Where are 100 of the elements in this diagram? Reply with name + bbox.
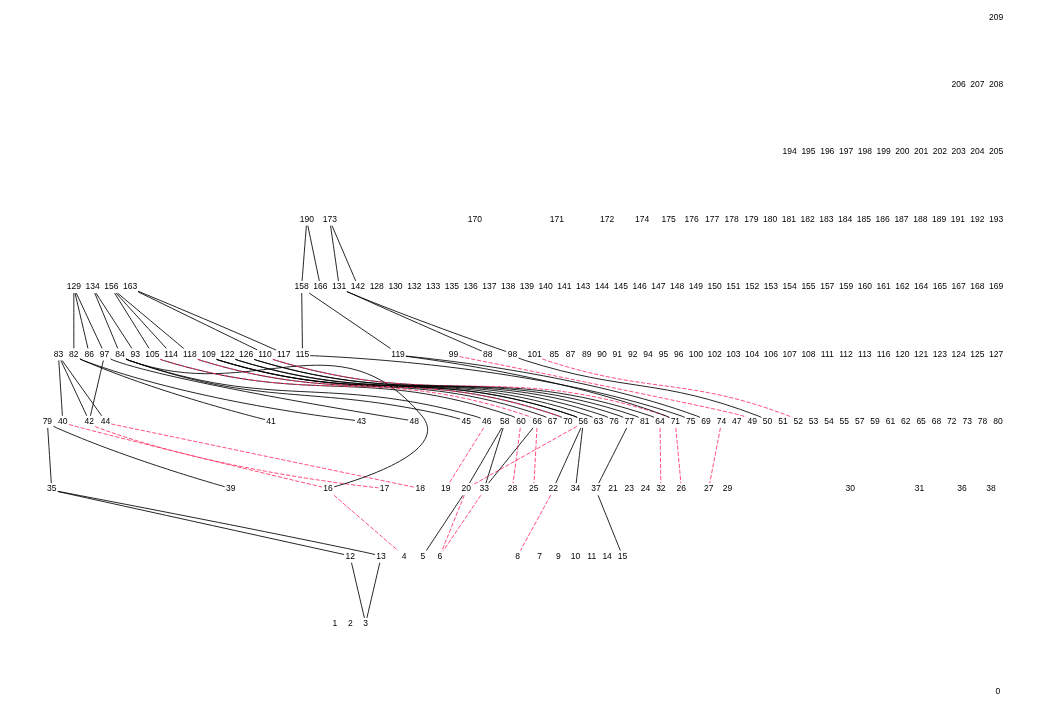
node-text: 190 bbox=[299, 213, 314, 224]
node-text: 135 bbox=[444, 281, 459, 292]
node-text: 192 bbox=[970, 213, 985, 224]
node-text: 152 bbox=[745, 281, 760, 292]
node-text: 85 bbox=[549, 348, 559, 359]
connector bbox=[512, 427, 521, 484]
connector bbox=[441, 494, 465, 551]
node-text: 52 bbox=[793, 416, 803, 427]
node-text: 26 bbox=[676, 483, 687, 494]
connector bbox=[597, 494, 621, 551]
node-text: 191 bbox=[950, 213, 965, 224]
node-text: 47 bbox=[732, 416, 742, 427]
node-text: 58 bbox=[499, 416, 510, 427]
node-text: 168 bbox=[970, 281, 985, 292]
node-text: 86 bbox=[84, 348, 94, 359]
connector bbox=[459, 356, 747, 418]
node-text: 10 bbox=[570, 550, 581, 561]
node-text: 208 bbox=[989, 79, 1004, 89]
node-text: 34 bbox=[570, 483, 581, 494]
node-text: 78 bbox=[977, 416, 988, 427]
node-text: 138 bbox=[501, 281, 516, 292]
node-text: 141 bbox=[557, 281, 572, 292]
connector bbox=[117, 292, 185, 349]
connector bbox=[485, 427, 504, 484]
node-text: 195 bbox=[801, 146, 816, 157]
connector bbox=[308, 292, 391, 349]
node-text: 45 bbox=[461, 416, 472, 427]
node-text: 104 bbox=[745, 348, 760, 359]
node-text: 179 bbox=[744, 213, 759, 224]
node-text: 81 bbox=[639, 416, 650, 427]
node-text: 0 bbox=[995, 685, 1001, 696]
node-text: 159 bbox=[838, 281, 854, 292]
connector bbox=[309, 355, 686, 418]
node-text: 11 bbox=[587, 550, 597, 561]
node-text: 96 bbox=[674, 348, 684, 359]
connector bbox=[331, 225, 357, 282]
node-text: 201 bbox=[914, 146, 929, 157]
node-text: 180 bbox=[762, 213, 778, 224]
connector bbox=[488, 427, 534, 484]
node-text: 198 bbox=[857, 146, 872, 157]
node-text: 110 bbox=[258, 348, 272, 359]
node-text: 83 bbox=[53, 348, 64, 359]
node-text: 68 bbox=[931, 416, 942, 427]
node-text: 128 bbox=[369, 281, 384, 292]
connector bbox=[301, 292, 303, 349]
node-text: 143 bbox=[576, 281, 591, 292]
node-text: 137 bbox=[482, 281, 497, 292]
node-text: 21 bbox=[608, 483, 618, 494]
node-text: 186 bbox=[875, 213, 890, 224]
node-text: 142 bbox=[350, 281, 366, 292]
node-text: 75 bbox=[686, 416, 696, 427]
node-text: 22 bbox=[548, 483, 559, 494]
connector bbox=[75, 292, 103, 349]
node-text: 2 bbox=[347, 618, 353, 629]
node-text: 112 bbox=[839, 348, 853, 359]
node-text: 150 bbox=[707, 281, 722, 292]
node-text: 133 bbox=[425, 281, 441, 292]
node-text: 69 bbox=[701, 416, 711, 427]
node-text: 82 bbox=[69, 348, 79, 359]
connector bbox=[307, 225, 320, 282]
node-text: 169 bbox=[989, 281, 1004, 292]
node-text: 185 bbox=[856, 213, 872, 224]
node-text: 29 bbox=[722, 483, 733, 494]
node-text: 44 bbox=[100, 416, 111, 427]
node-text: 202 bbox=[932, 146, 948, 157]
connector bbox=[94, 425, 379, 489]
node-text: 32 bbox=[656, 483, 666, 494]
node-text: 79 bbox=[42, 416, 53, 427]
connector bbox=[469, 427, 503, 484]
node-text: 54 bbox=[824, 416, 834, 427]
node-text: 77 bbox=[624, 416, 635, 427]
node-text: 24 bbox=[640, 483, 651, 494]
node-text: 131 bbox=[332, 281, 347, 292]
node-text: 117 bbox=[276, 348, 291, 359]
node-text: 136 bbox=[463, 281, 478, 292]
node-text: 95 bbox=[658, 348, 669, 359]
node-text: 196 bbox=[820, 146, 835, 157]
node-text: 120 bbox=[895, 348, 910, 359]
connector bbox=[520, 494, 551, 551]
node-text: 193 bbox=[989, 213, 1004, 224]
connector bbox=[301, 225, 307, 282]
connector bbox=[68, 424, 323, 488]
connector bbox=[90, 360, 104, 417]
node-text: 188 bbox=[913, 213, 928, 224]
node-text: 163 bbox=[123, 281, 138, 292]
node-text: 46 bbox=[482, 416, 492, 427]
node-text: 92 bbox=[627, 348, 638, 359]
node-text: 118 bbox=[183, 348, 197, 359]
node-text: 155 bbox=[801, 281, 816, 292]
connector bbox=[333, 494, 399, 551]
node-text: 129 bbox=[66, 281, 81, 292]
connector bbox=[58, 360, 63, 417]
node-text: 17 bbox=[379, 483, 390, 494]
node-text: 194 bbox=[782, 146, 797, 157]
node-text: 57 bbox=[854, 416, 865, 427]
node-text: 123 bbox=[932, 348, 948, 359]
node-text: 12 bbox=[345, 550, 356, 561]
node-text: 113 bbox=[858, 348, 872, 359]
node-text: 162 bbox=[895, 281, 910, 292]
node-text: 51 bbox=[778, 416, 788, 427]
